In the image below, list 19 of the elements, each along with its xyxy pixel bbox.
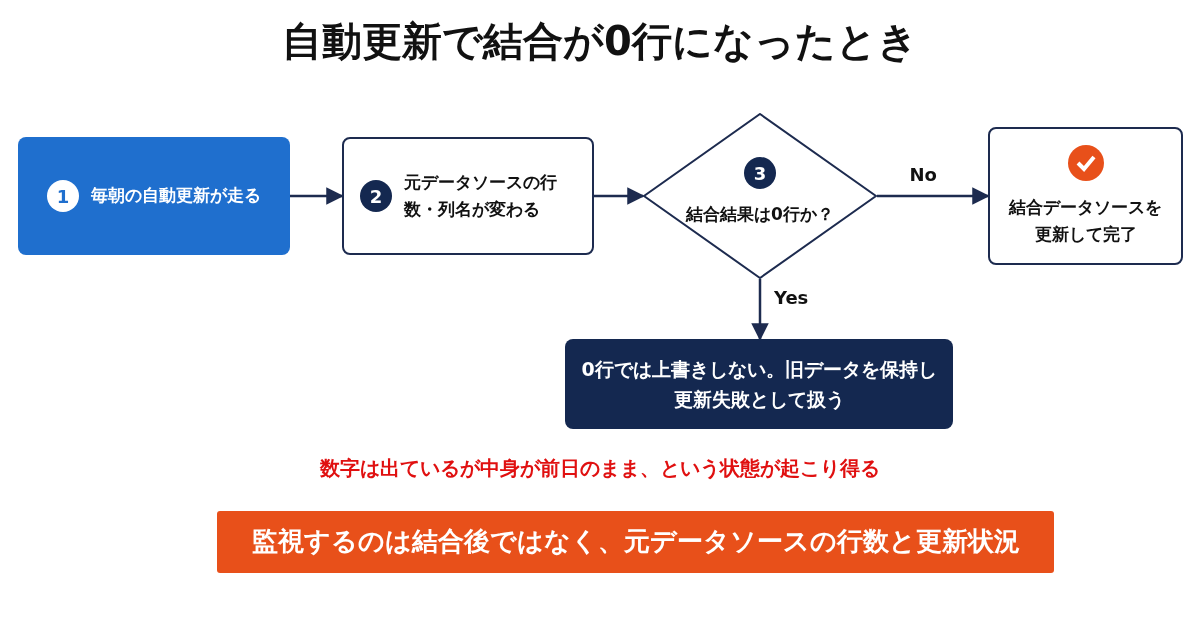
conclusion-banner: [217, 511, 1054, 573]
title: 自動更新で結合が0行になったとき: [281, 17, 919, 66]
result-box: [988, 127, 1183, 265]
arrow: [751, 279, 769, 341]
node-text: 0行では上書きしない。旧データを保持し更新失敗として扱う: [580, 356, 938, 412]
arrow: [877, 187, 990, 205]
node-text: 監視するのは結合後ではなく、元データソースの行数と更新状況: [251, 525, 1020, 559]
step-number: 2: [360, 180, 392, 212]
node-text: 結合結果は0行か？: [686, 203, 834, 227]
node-text: 結合データソースを更新して完了: [1007, 195, 1163, 246]
note-text: 数字は出ているが中身が前日のまま、という状態が起こり得る: [319, 455, 881, 482]
arrow: [594, 187, 645, 205]
node-text: 毎朝の自動更新が走る: [91, 184, 261, 208]
result-box: [565, 339, 953, 429]
process-box: [18, 137, 290, 255]
step-number: 1: [47, 180, 79, 212]
node-text: 元データソースの行数・列名が変わる: [404, 170, 558, 221]
arrow: [290, 187, 344, 205]
process-box: [342, 137, 594, 255]
